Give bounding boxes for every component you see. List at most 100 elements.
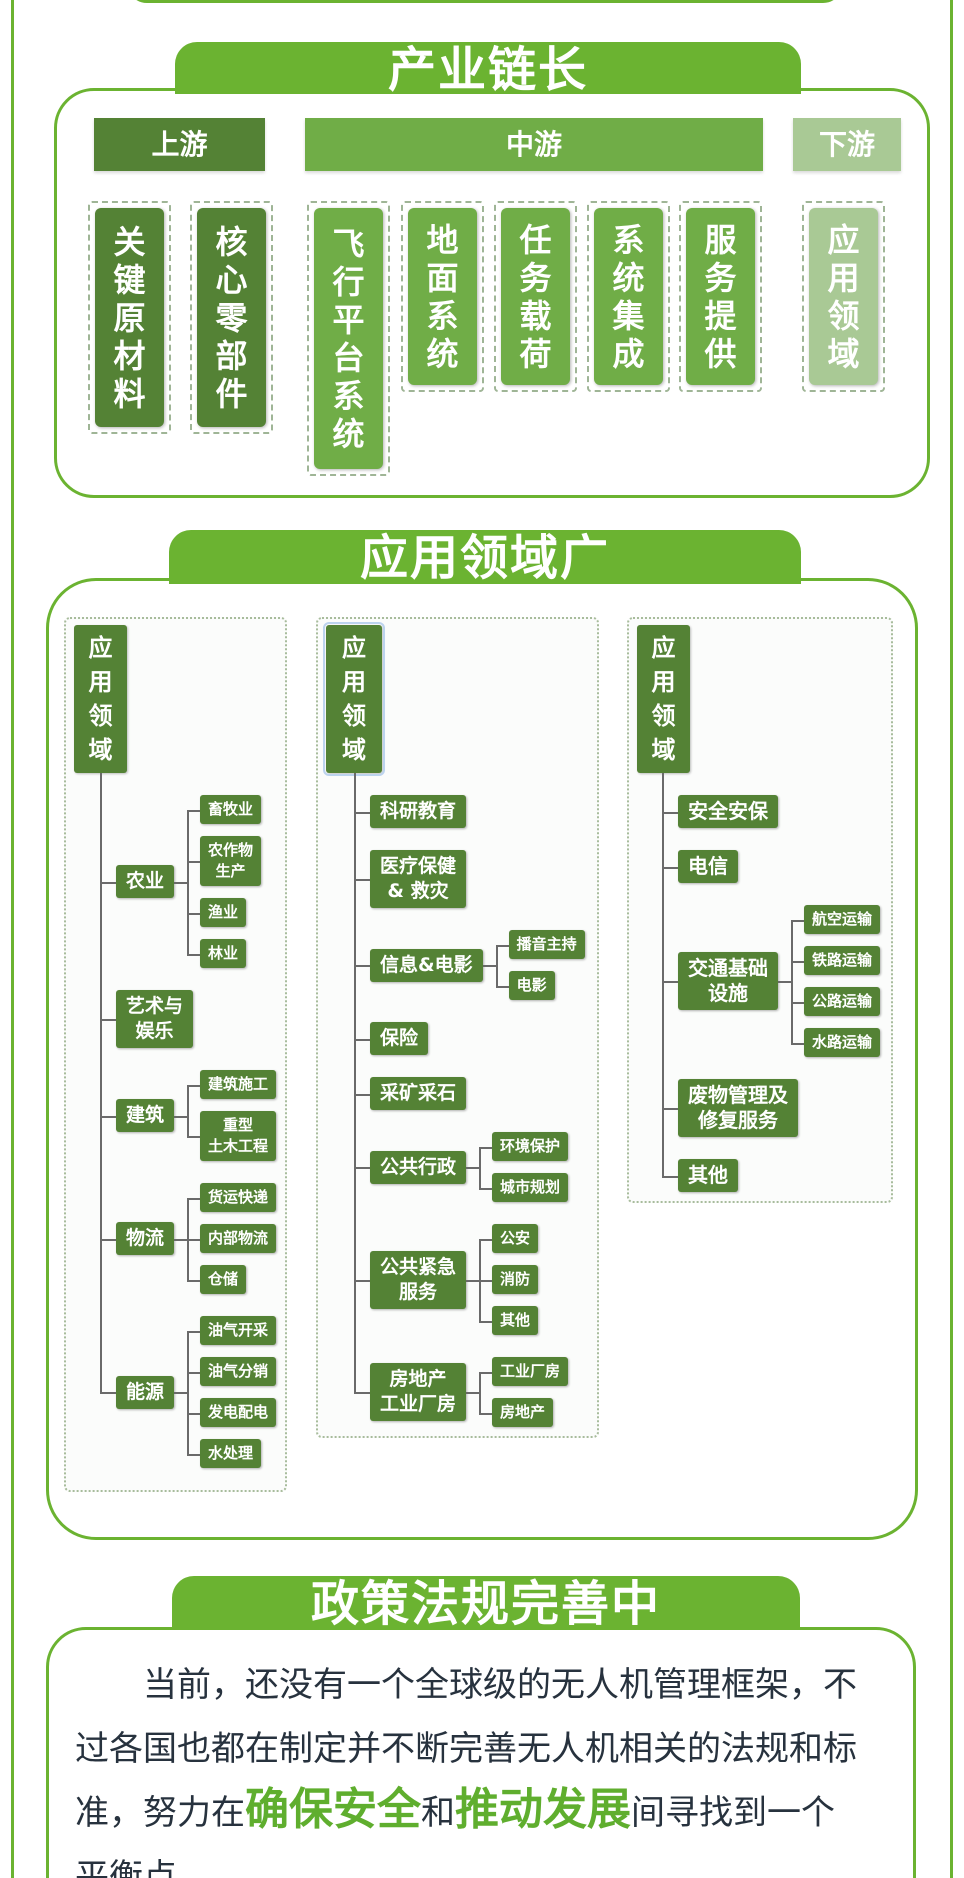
chain-item-label: 核心零部件 <box>215 222 248 413</box>
mindmap-3: 应用领域安全安保电信交通基础 设施航空运输铁路运输公路运输水路运输废物管理及 修… <box>627 617 893 1203</box>
mindmap-children: 环境保护城市规划 <box>466 1132 569 1202</box>
mindmap-child: 畜牧业 <box>187 795 262 831</box>
mindmap-branch: 电信 <box>662 828 883 884</box>
chain-item-service: 服务提供 <box>679 201 762 392</box>
mindmap-leaf: 重型 土木工程 <box>200 1111 277 1161</box>
chain-item-key-materials: 关键原材料 <box>88 201 171 434</box>
mindmap-child: 油气分销 <box>187 1350 277 1393</box>
mindmap-leaf: 发电配电 <box>200 1398 277 1427</box>
chain-item-label: 服务提供 <box>704 220 737 373</box>
mindmap-branch: 公共紧急 服务公安消防其他 <box>354 1202 589 1336</box>
chain-section-title: 产业链长 <box>175 42 801 98</box>
policy-section-title: 政策法规完善中 <box>172 1576 800 1632</box>
mindmap-leaf: 城市规划 <box>492 1173 569 1202</box>
mindmap-child: 建筑施工 <box>187 1070 277 1106</box>
mindmap-branch: 医疗保健 & 救灾 <box>354 828 589 909</box>
policy-text: 当前，还没有一个全球级的无人机管理框架，不过各国也都在制定并不断完善无人机相关的… <box>75 1665 857 1833</box>
mindmap-child: 仓储 <box>187 1258 276 1294</box>
mindmap-branch: 农业畜牧业农作物 生产渔业林业 <box>100 773 277 969</box>
chain-item-flight-platform: 飞行平台系统 <box>307 201 390 476</box>
mindmap-child: 水处理 <box>187 1432 276 1468</box>
mindmap-leaf: 渔业 <box>200 898 247 927</box>
mindmap-node: 保险 <box>370 1022 429 1055</box>
policy-text: 和 <box>421 1793 455 1833</box>
mindmap-root: 应用领域 <box>74 625 127 773</box>
mindmap-leaf: 内部物流 <box>200 1224 277 1253</box>
mindmap-node: 能源 <box>116 1375 175 1409</box>
mindmap-node: 科研教育 <box>370 795 467 828</box>
mindmap-leaf: 其他 <box>492 1306 539 1335</box>
mindmap-leaf: 仓储 <box>200 1265 247 1294</box>
mindmap-leaf: 建筑施工 <box>200 1070 277 1099</box>
mindmap-child: 发电配电 <box>187 1391 277 1434</box>
mindmap-leaf: 消防 <box>492 1265 539 1294</box>
mindmap-children: 航空运输铁路运输公路运输水路运输 <box>778 905 881 1057</box>
chain-item-system-integration: 系统集成 <box>587 201 670 392</box>
policy-text: 间寻找到一个平衡点。 <box>75 1793 835 1878</box>
mindmap-node: 房地产 工业厂房 <box>370 1363 467 1421</box>
policy-paragraph: 当前，还没有一个全球级的无人机管理框架，不过各国也都在制定并不断完善无人机相关的… <box>75 1653 867 1878</box>
mindmap-root: 应用领域 <box>637 625 690 773</box>
mindmap-branch: 物流货运快递内部物流仓储 <box>100 1161 277 1295</box>
mindmap-leaf: 电影 <box>508 971 555 1000</box>
mindmap-node: 信息&电影 <box>370 948 483 982</box>
policy-section-box <box>46 1627 916 1878</box>
mindmap-2: 应用领域科研教育医疗保健 & 救灾信息&电影播音主持电影保险采矿采石公共行政环境… <box>316 617 599 1438</box>
previous-section-box <box>127 0 843 3</box>
mindmap-leaf: 油气开采 <box>200 1316 277 1345</box>
mindmap-node: 建筑 <box>116 1099 175 1132</box>
applications-section-title: 应用领域广 <box>169 530 801 586</box>
mindmap-children: 工业厂房房地产 <box>466 1357 569 1427</box>
mindmap-child: 林业 <box>187 932 261 968</box>
mindmap-leaf: 环境保护 <box>492 1132 569 1161</box>
chain-item-label: 飞行平台系统 <box>332 224 365 453</box>
mindmap-child: 其他 <box>479 1299 539 1335</box>
mindmap-leaf: 房地产 <box>492 1398 554 1427</box>
mindmap-child: 房地产 <box>479 1391 568 1427</box>
mindmap-node: 交通基础 设施 <box>678 952 778 1010</box>
mindmap-child: 工业厂房 <box>479 1357 569 1393</box>
mindmap-branch: 废物管理及 修复服务 <box>662 1057 883 1138</box>
mindmap-node: 物流 <box>116 1222 175 1255</box>
mindmap-child: 环境保护 <box>479 1132 569 1168</box>
mindmap-child: 航空运输 <box>790 905 881 941</box>
mindmap-branch: 交通基础 设施航空运输铁路运输公路运输水路运输 <box>662 883 883 1058</box>
chain-item-payload: 任务载荷 <box>494 201 577 392</box>
highlight-safety: 确保安全 <box>245 1784 421 1835</box>
downstream-header: 下游 <box>793 118 901 171</box>
mindmap-branch: 能源油气开采油气分销发电配电水处理 <box>100 1294 277 1468</box>
mindmap-child: 铁路运输 <box>790 939 881 982</box>
mindmap-leaf: 公安 <box>492 1224 539 1253</box>
mindmap-node: 医疗保健 & 救灾 <box>370 850 467 908</box>
page-border-right <box>950 0 953 1878</box>
mindmap-branch: 采矿采石 <box>354 1055 589 1111</box>
mindmap-leaf: 水处理 <box>200 1439 262 1468</box>
mindmap-children: 播音主持电影 <box>482 930 585 1000</box>
mindmap-child: 公安 <box>479 1224 539 1260</box>
mindmap-leaf: 林业 <box>200 939 247 968</box>
mindmap-node: 废物管理及 修复服务 <box>678 1079 798 1137</box>
mindmap-branch: 科研教育 <box>354 773 589 829</box>
mindmap-leaf: 水路运输 <box>804 1028 881 1057</box>
mindmap-node: 电信 <box>678 850 738 883</box>
chain-item-ground-system: 地面系统 <box>401 201 484 392</box>
mindmap-child: 公路运输 <box>790 980 881 1023</box>
mindmap-child: 货运快递 <box>187 1183 277 1219</box>
mindmap-node: 采矿采石 <box>370 1077 467 1110</box>
mindmap-branch: 公共行政环境保护城市规划 <box>354 1110 589 1203</box>
mindmap-branch: 房地产 工业厂房工业厂房房地产 <box>354 1335 589 1427</box>
mindmap-node: 安全安保 <box>678 795 778 828</box>
mindmap-branch: 保险 <box>354 1000 589 1056</box>
chain-item-label: 应用领域 <box>827 220 860 373</box>
mindmap-node: 公共行政 <box>370 1150 467 1184</box>
mindmap-child: 渔业 <box>187 891 261 934</box>
mindmap-children: 油气开采油气分销发电配电水处理 <box>174 1316 277 1468</box>
mindmap-leaf: 航空运输 <box>804 905 881 934</box>
mindmap-leaf: 工业厂房 <box>492 1357 569 1386</box>
chain-item-label: 关键原材料 <box>113 222 146 413</box>
mindmap-root: 应用领域 <box>323 622 385 776</box>
mindmap-leaf: 铁路运输 <box>804 946 881 975</box>
mindmap-leaf: 播音主持 <box>508 930 585 959</box>
mindmap-child: 水路运输 <box>790 1021 881 1057</box>
chain-item-applications: 应用领域 <box>802 201 885 392</box>
